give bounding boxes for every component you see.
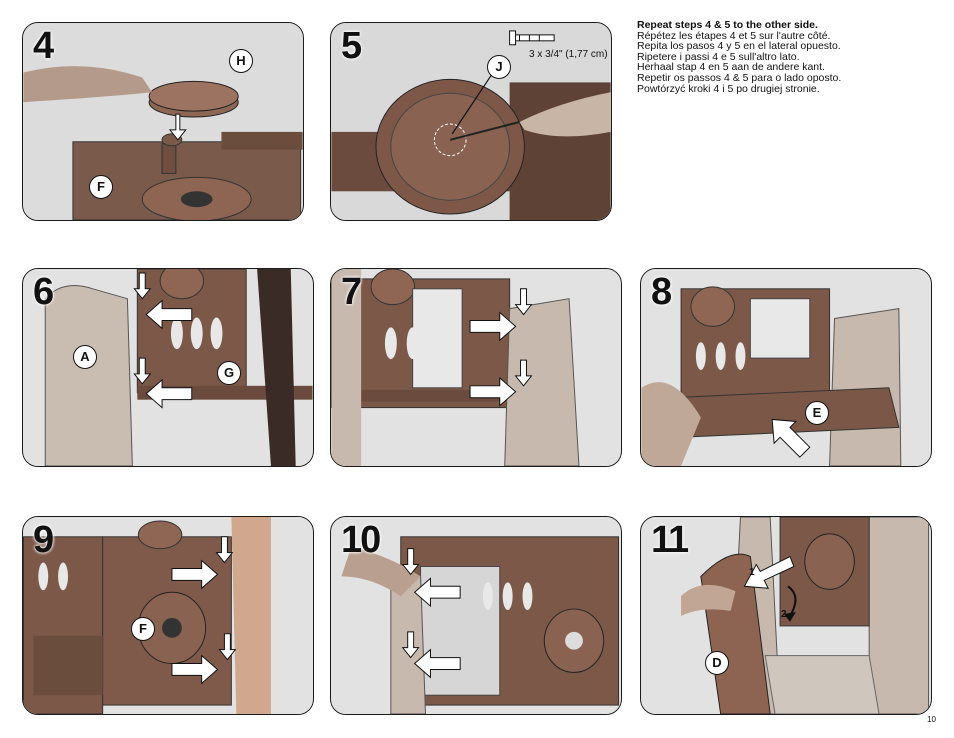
step-number: 5 xyxy=(341,25,362,67)
step-11-illustration xyxy=(641,517,931,714)
step-9-illustration xyxy=(23,517,313,714)
step-5-panel: 5 J 3 x 3/4" (1,77 cm) xyxy=(330,22,612,221)
arrow-label-1: 1 xyxy=(749,567,755,578)
screw-caption: 3 x 3/4" (1,77 cm) xyxy=(529,49,608,60)
instruction-it: Ripetere i passi 4 e 5 sull'altro lato. xyxy=(637,50,800,63)
step-6-panel: 6 A G xyxy=(22,268,314,467)
instruction-pl: Powtórzyć kroki 4 i 5 po drugiej stronie… xyxy=(637,82,820,95)
step-7-panel: 7 xyxy=(330,268,622,467)
part-label-g: G xyxy=(217,361,241,385)
part-label-j: J xyxy=(487,55,511,79)
part-label-e: E xyxy=(805,401,829,425)
step-10-illustration xyxy=(331,517,621,714)
step-6-illustration xyxy=(23,269,313,466)
instruction-nl: Herhaal stap 4 en 5 aan de andere kant. xyxy=(637,61,825,74)
step-4-panel: 4 H F xyxy=(22,22,304,221)
part-label-f: F xyxy=(89,175,113,199)
part-label-a: A xyxy=(73,345,97,369)
step-number: 8 xyxy=(651,271,672,313)
page-number: 10 xyxy=(927,715,936,724)
step-5-illustration xyxy=(331,23,611,220)
step-number: 9 xyxy=(33,519,54,561)
step-4-illustration xyxy=(23,23,303,220)
part-label-h: H xyxy=(229,49,253,73)
part-label-d: D xyxy=(705,651,729,675)
step-8-panel: 8 E xyxy=(640,268,932,467)
step-number: 11 xyxy=(651,519,689,561)
instruction-fr: Répétez les étapes 4 et 5 sur l'autre cô… xyxy=(637,29,831,42)
step-7-illustration xyxy=(331,269,621,466)
step-11-panel: 11 D 1 2 xyxy=(640,516,932,715)
arrow-label-2: 2 xyxy=(781,609,787,620)
step-10-panel: 10 xyxy=(330,516,622,715)
step-9-panel: 9 F xyxy=(22,516,314,715)
step-number: 10 xyxy=(341,519,381,561)
instruction-lead: Repeat steps 4 & 5 to the other side. xyxy=(637,19,818,31)
instruction-pt: Repetir os passos 4 & 5 para o lado opos… xyxy=(637,71,842,84)
instruction-es: Repita los pasos 4 y 5 en el lateral opu… xyxy=(637,40,841,53)
step-number: 7 xyxy=(341,271,362,313)
step-number: 6 xyxy=(33,271,54,313)
step-number: 4 xyxy=(33,25,54,67)
repeat-instructions: Repeat steps 4 & 5 to the other side. Ré… xyxy=(637,20,877,94)
step-8-illustration xyxy=(641,269,931,466)
part-label-f: F xyxy=(131,617,155,641)
